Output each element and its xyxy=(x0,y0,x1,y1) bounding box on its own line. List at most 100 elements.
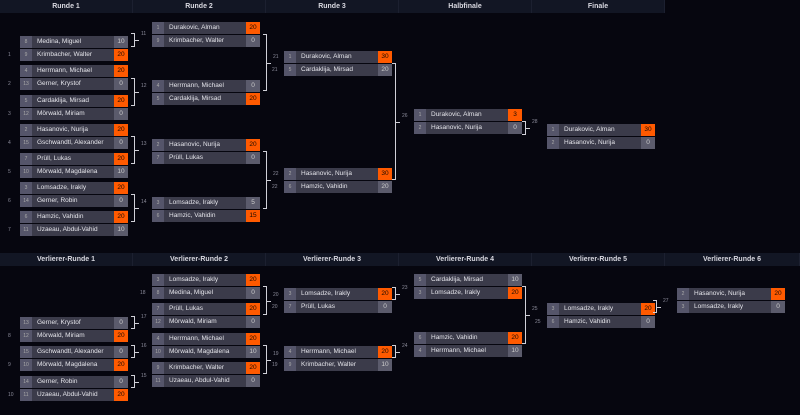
connector-match-number: 22 xyxy=(273,171,279,177)
player-score: 0 xyxy=(246,151,260,164)
player-seed: 11 xyxy=(20,223,32,236)
player-seed: 3 xyxy=(152,274,164,286)
connector-match-number: 11 xyxy=(141,31,147,37)
player-name: Gschwandtl, Alexander xyxy=(37,348,104,355)
player-score: 10 xyxy=(114,36,128,48)
player-name: Gerner, Krystof xyxy=(37,79,81,87)
player-name: Hasanovic, Nurija xyxy=(431,123,482,131)
player-name: Mörwald, Miriam xyxy=(37,331,85,339)
connector-match-number: 14 xyxy=(141,199,147,205)
connector-tick xyxy=(135,92,139,94)
connector-match-number: 19 xyxy=(273,350,279,357)
loser-round-header: Verlierer-Runde 1 xyxy=(0,253,133,266)
player-score: 0 xyxy=(246,80,260,92)
player-name: Krimbacher, Walter xyxy=(301,360,357,368)
